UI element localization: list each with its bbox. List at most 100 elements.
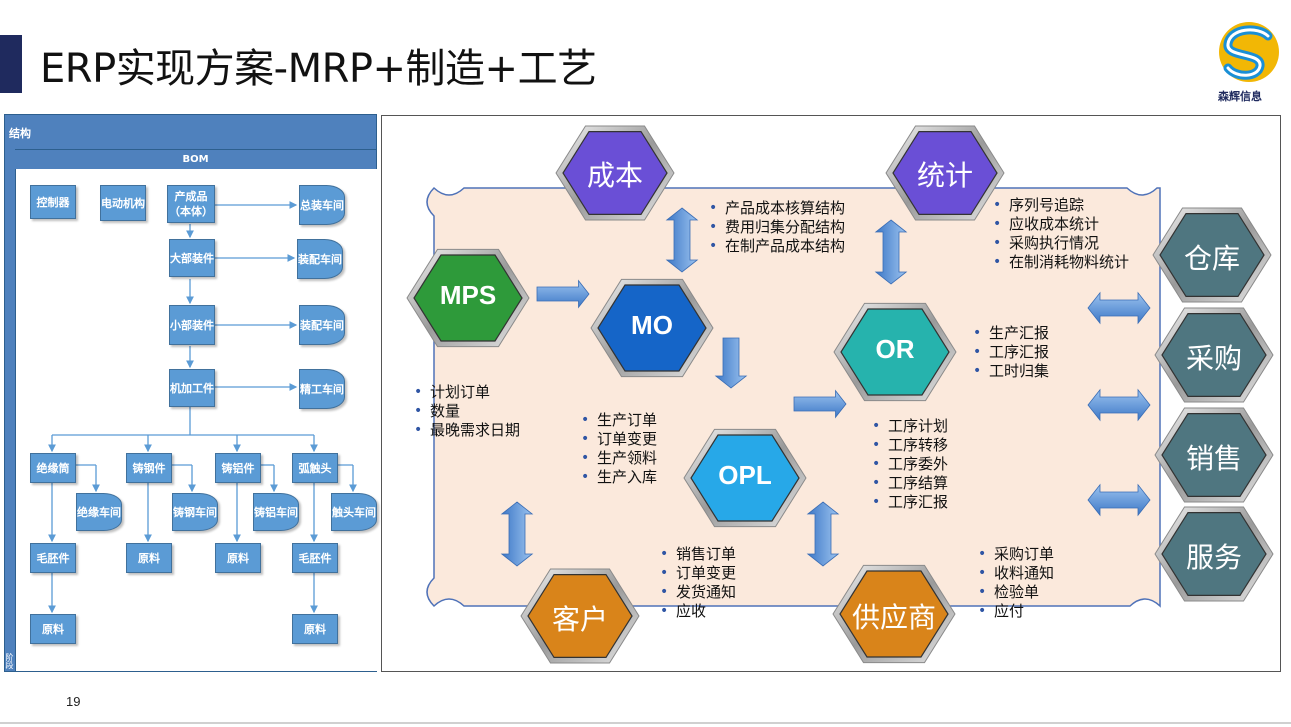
hex-customer — [520, 568, 640, 664]
mps-items-list: 计划订单数量最晚需求日期 — [413, 383, 520, 440]
bom-node-machined-part: 机加工件 — [169, 369, 215, 407]
hex-mo — [590, 278, 714, 378]
customer-items-list: 销售订单订单变更发货通知应收 — [659, 545, 736, 621]
bom-node-blank-1: 毛胚件 — [30, 543, 76, 573]
list-item: 生产汇报 — [972, 324, 1049, 343]
hex-purchase-label: 采购 — [1185, 342, 1242, 375]
bom-node-arc-contact: 弧触头 — [292, 453, 338, 483]
list-item: 工序汇报 — [972, 343, 1049, 362]
bom-node-insulation-workshop: 绝缘车间 — [76, 493, 122, 531]
erp-flow-diagram: 成本 统计 MPS MO OR OPL 客户 供应商 仓库 采购 销售 服务 产… — [381, 115, 1281, 672]
hex-supplier-label: 供应商 — [851, 601, 936, 634]
list-item: 应付 — [977, 602, 1054, 621]
hex-or — [833, 302, 957, 402]
list-item: 收料通知 — [977, 564, 1054, 583]
list-item: 生产入库 — [580, 468, 657, 487]
hex-purchase — [1154, 307, 1274, 403]
arrow-cost-mo — [665, 207, 699, 273]
cost-items-list: 产品成本核算结构费用归集分配结构在制产品成本结构 — [708, 199, 845, 256]
hex-cost-label: 成本 — [586, 159, 643, 192]
hex-mo-label: MO — [631, 310, 673, 340]
list-item: 订单变更 — [659, 564, 736, 583]
opl-items-list: 工序计划工序转移工序委外工序结算工序汇报 — [871, 417, 948, 512]
list-item: 数量 — [413, 402, 520, 421]
list-item: 序列号追踪 — [992, 196, 1129, 215]
list-item: 发货通知 — [659, 583, 736, 602]
list-item: 工序汇报 — [871, 493, 948, 512]
list-item: 采购执行情况 — [992, 234, 1129, 253]
arrow-customer-mo — [500, 501, 534, 567]
logo-mark-icon — [1219, 22, 1279, 82]
bom-node-steel-workshop: 铸钢车间 — [172, 493, 218, 531]
bom-node-final-workshop: 总装车间 — [299, 185, 345, 225]
process-panel — [426, 186, 1161, 608]
list-item: 订单变更 — [580, 430, 657, 449]
list-item: 检验单 — [977, 583, 1054, 602]
list-item: 生产领料 — [580, 449, 657, 468]
hex-customer-label: 客户 — [551, 603, 608, 636]
bom-stage-label: 阶段 — [5, 653, 14, 669]
arrow-supplier-opl — [806, 501, 840, 567]
logo-text: 森辉信息 — [1218, 90, 1262, 103]
bom-node-product: 产成品（本体） — [167, 185, 215, 223]
list-item: 应收 — [659, 602, 736, 621]
arrow-mps-to-mo — [536, 279, 590, 309]
hex-opl — [683, 428, 807, 528]
hex-warehouse — [1152, 207, 1272, 303]
arrow-purchase — [1087, 388, 1151, 422]
diagram-graphics — [406, 125, 1274, 664]
bom-node-raw-3: 原料 — [30, 614, 76, 644]
list-item: 工序转移 — [871, 436, 948, 455]
list-item: 生产订单 — [580, 411, 657, 430]
bom-stage-strip: 阶段 — [5, 149, 15, 671]
bom-node-precision-workshop: 精工车间 — [299, 369, 345, 409]
bom-header-label: 结构 — [9, 127, 31, 140]
bom-node-raw-2: 原料 — [215, 543, 261, 573]
bom-node-controller: 控制器 — [30, 185, 76, 219]
list-item: 最晚需求日期 — [413, 421, 520, 440]
bom-node-contact-workshop: 触头车间 — [331, 493, 377, 531]
bom-node-assembly-workshop-1: 装配车间 — [297, 239, 343, 279]
footer-divider — [0, 722, 1291, 724]
hex-opl-label: OPL — [718, 460, 772, 490]
list-item: 工序委外 — [871, 455, 948, 474]
hex-stats-label: 统计 — [916, 159, 973, 192]
list-item: 应收成本统计 — [992, 215, 1129, 234]
bom-header: 结构 — [5, 115, 376, 149]
supplier-items-list: 采购订单收料通知检验单应付 — [977, 545, 1054, 621]
bom-canvas: 控制器 电动机构 产成品（本体） 总装车间 大部装件 装配车间 小部装件 装配车… — [15, 169, 377, 671]
list-item: 工序结算 — [871, 474, 948, 493]
arrow-mo-to-opl — [714, 337, 748, 389]
bom-node-cast-aluminum: 铸铝件 — [215, 453, 261, 483]
bom-structure-panel: 结构 阶段 BOM — [4, 114, 377, 672]
stats-items-list: 序列号追踪应收成本统计采购执行情况在制消耗物料统计 — [992, 196, 1129, 272]
list-item: 在制产品成本结构 — [708, 237, 845, 256]
hex-sales-label: 销售 — [1185, 442, 1242, 475]
list-item: 产品成本核算结构 — [708, 199, 845, 218]
bom-connectors — [48, 201, 357, 614]
page-number: 19 — [66, 694, 81, 709]
title-accent-bar — [0, 35, 22, 93]
hex-or-label: OR — [875, 334, 915, 364]
bom-node-blank-2: 毛胚件 — [292, 543, 338, 573]
bom-node-raw-4: 原料 — [292, 614, 338, 644]
arrow-stats-or — [874, 219, 908, 285]
list-item: 销售订单 — [659, 545, 736, 564]
arrow-opl-to-or — [793, 389, 847, 419]
hex-sales — [1154, 407, 1274, 503]
bom-node-motor: 电动机构 — [100, 185, 146, 221]
bom-subheader: BOM — [15, 149, 376, 170]
arrow-warehouse — [1087, 291, 1151, 325]
list-item: 费用归集分配结构 — [708, 218, 845, 237]
mo-items-list: 生产订单订单变更生产领料生产入库 — [580, 411, 657, 487]
list-item: 计划订单 — [413, 383, 520, 402]
hex-service — [1154, 506, 1274, 602]
company-logo: 森辉信息 — [1210, 22, 1290, 107]
bom-node-cast-steel: 铸钢件 — [126, 453, 172, 483]
or-items-list: 生产汇报工序汇报工时归集 — [972, 324, 1049, 381]
bom-node-major-assembly: 大部装件 — [169, 239, 215, 277]
bom-node-insulator: 绝缘筒 — [30, 453, 76, 483]
page-title: ERP实现方案-MRP+制造+工艺 — [40, 46, 597, 92]
bom-node-raw-1: 原料 — [126, 543, 172, 573]
arrow-sales — [1087, 483, 1151, 517]
